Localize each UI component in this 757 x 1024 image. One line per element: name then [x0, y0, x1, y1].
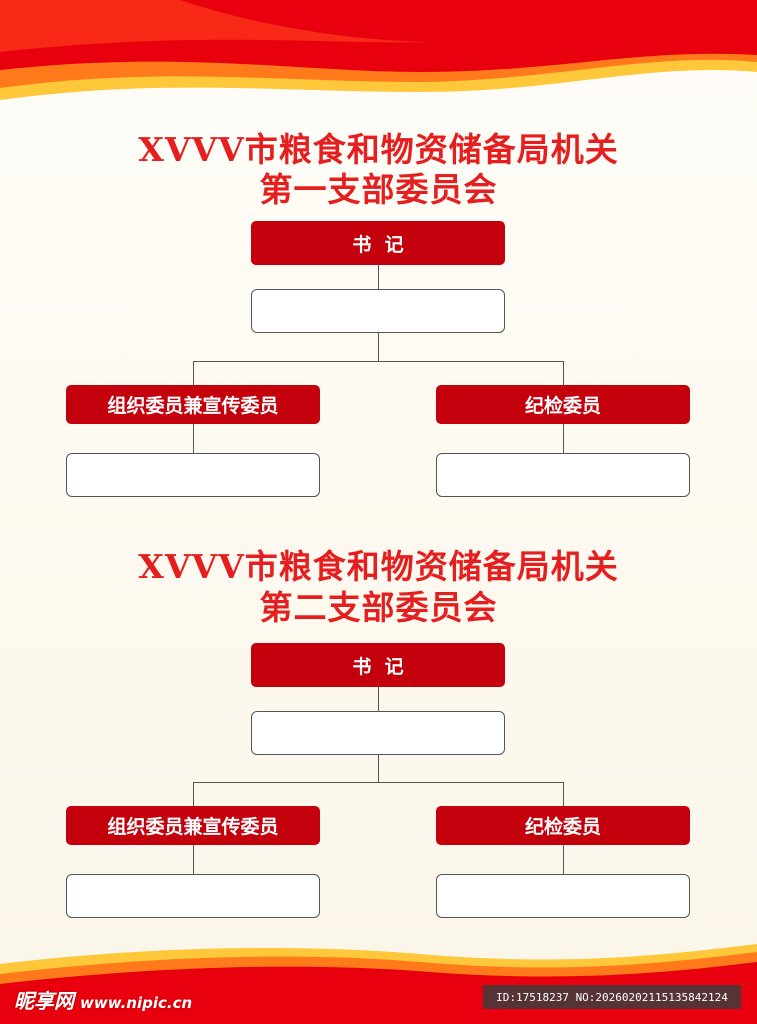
site-logo: 昵享网 www.nipic.cn — [14, 985, 192, 1014]
logo-text: 昵享网 — [14, 989, 74, 1013]
section1-right-member-label: 纪检委员 — [436, 385, 690, 424]
image-id-bar: ID:17518237 NO:20260202115135842124 — [483, 985, 741, 1009]
section1-left-member-name-box — [66, 453, 320, 497]
section1-secretary-label: 书 记 — [251, 221, 505, 265]
section1-right-member-name-box — [436, 453, 690, 497]
connector-line — [378, 265, 379, 289]
connector-line — [563, 424, 564, 453]
section1-left-member-label: 组织委员兼宣传委员 — [66, 385, 320, 424]
connector-line — [193, 782, 564, 783]
connector-line — [193, 782, 194, 806]
connector-line — [193, 424, 194, 453]
section2-secretary-label: 书 记 — [251, 643, 505, 687]
top-wave-decoration — [0, 0, 757, 100]
section2-title-line2: 第二支部委员会 — [259, 588, 498, 627]
logo-url: www.nipic.cn — [80, 994, 193, 1012]
section1-title-line1: XVVV市粮食和物资储备局机关 — [138, 130, 619, 169]
connector-line — [193, 361, 194, 385]
connector-line — [378, 755, 379, 782]
section2-left-member-label: 组织委员兼宣传委员 — [66, 806, 320, 845]
section1-secretary-name-box — [251, 289, 505, 333]
connector-line — [193, 361, 564, 362]
connector-line — [563, 845, 564, 874]
connector-line — [378, 687, 379, 711]
section2-title-line1: XVVV市粮食和物资储备局机关 — [138, 547, 619, 586]
section2-secretary-name-box — [251, 711, 505, 755]
connector-line — [563, 782, 564, 806]
connector-line — [378, 333, 379, 361]
connector-line — [193, 845, 194, 874]
section2-left-member-name-box — [66, 874, 320, 918]
section2-right-member-label: 纪检委员 — [436, 806, 690, 845]
section1-title-line2: 第一支部委员会 — [259, 170, 498, 209]
section2-right-member-name-box — [436, 874, 690, 918]
connector-line — [563, 361, 564, 385]
